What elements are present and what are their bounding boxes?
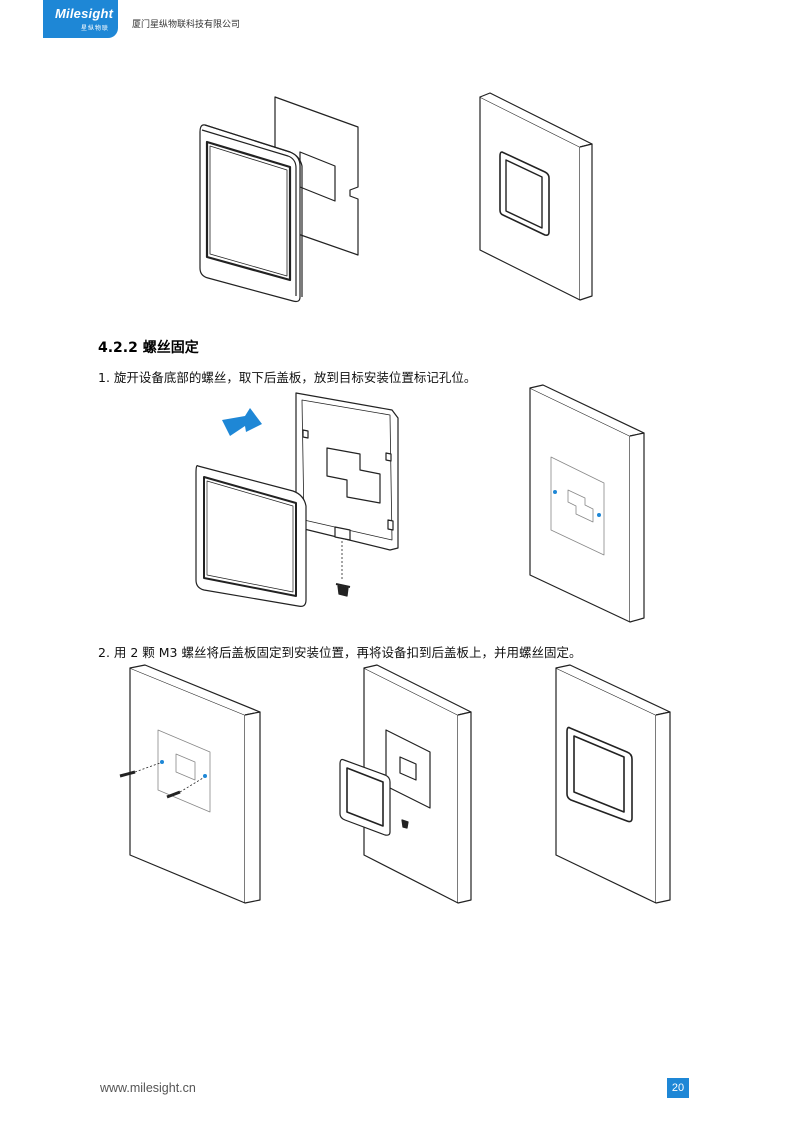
wall-with-marked-holes-illustration	[529, 384, 645, 623]
step-1-text: 1. 旋开设备底部的螺丝，取下后盖板，放到目标安装位置标记孔位。	[98, 370, 477, 385]
direction-arrow-icon	[222, 408, 262, 436]
page-number: 20	[667, 1078, 689, 1098]
device-with-film-illustration	[199, 96, 359, 303]
logo-subtext: 星纵物联	[81, 25, 110, 32]
logo-text: Milesight	[55, 6, 114, 21]
wall-with-screws-illustration	[119, 664, 261, 904]
company-name: 厦门星纵物联科技有限公司	[132, 20, 241, 30]
step-2-text: 2. 用 2 颗 M3 螺丝将后盖板固定到安装位置，再将设备扣到后盖板上，并用螺…	[98, 645, 582, 660]
milesight-logo: Milesight 星纵物联	[43, 0, 118, 38]
wall-with-device-attach-illustration	[339, 664, 472, 904]
wall-with-device-illustration	[479, 92, 593, 301]
footer-url: www.milesight.cn	[100, 1081, 196, 1095]
section-title: 4.2.2 螺丝固定	[98, 340, 199, 356]
wall-finished-installation-illustration	[555, 664, 671, 904]
exploded-view-illustration	[195, 392, 399, 607]
